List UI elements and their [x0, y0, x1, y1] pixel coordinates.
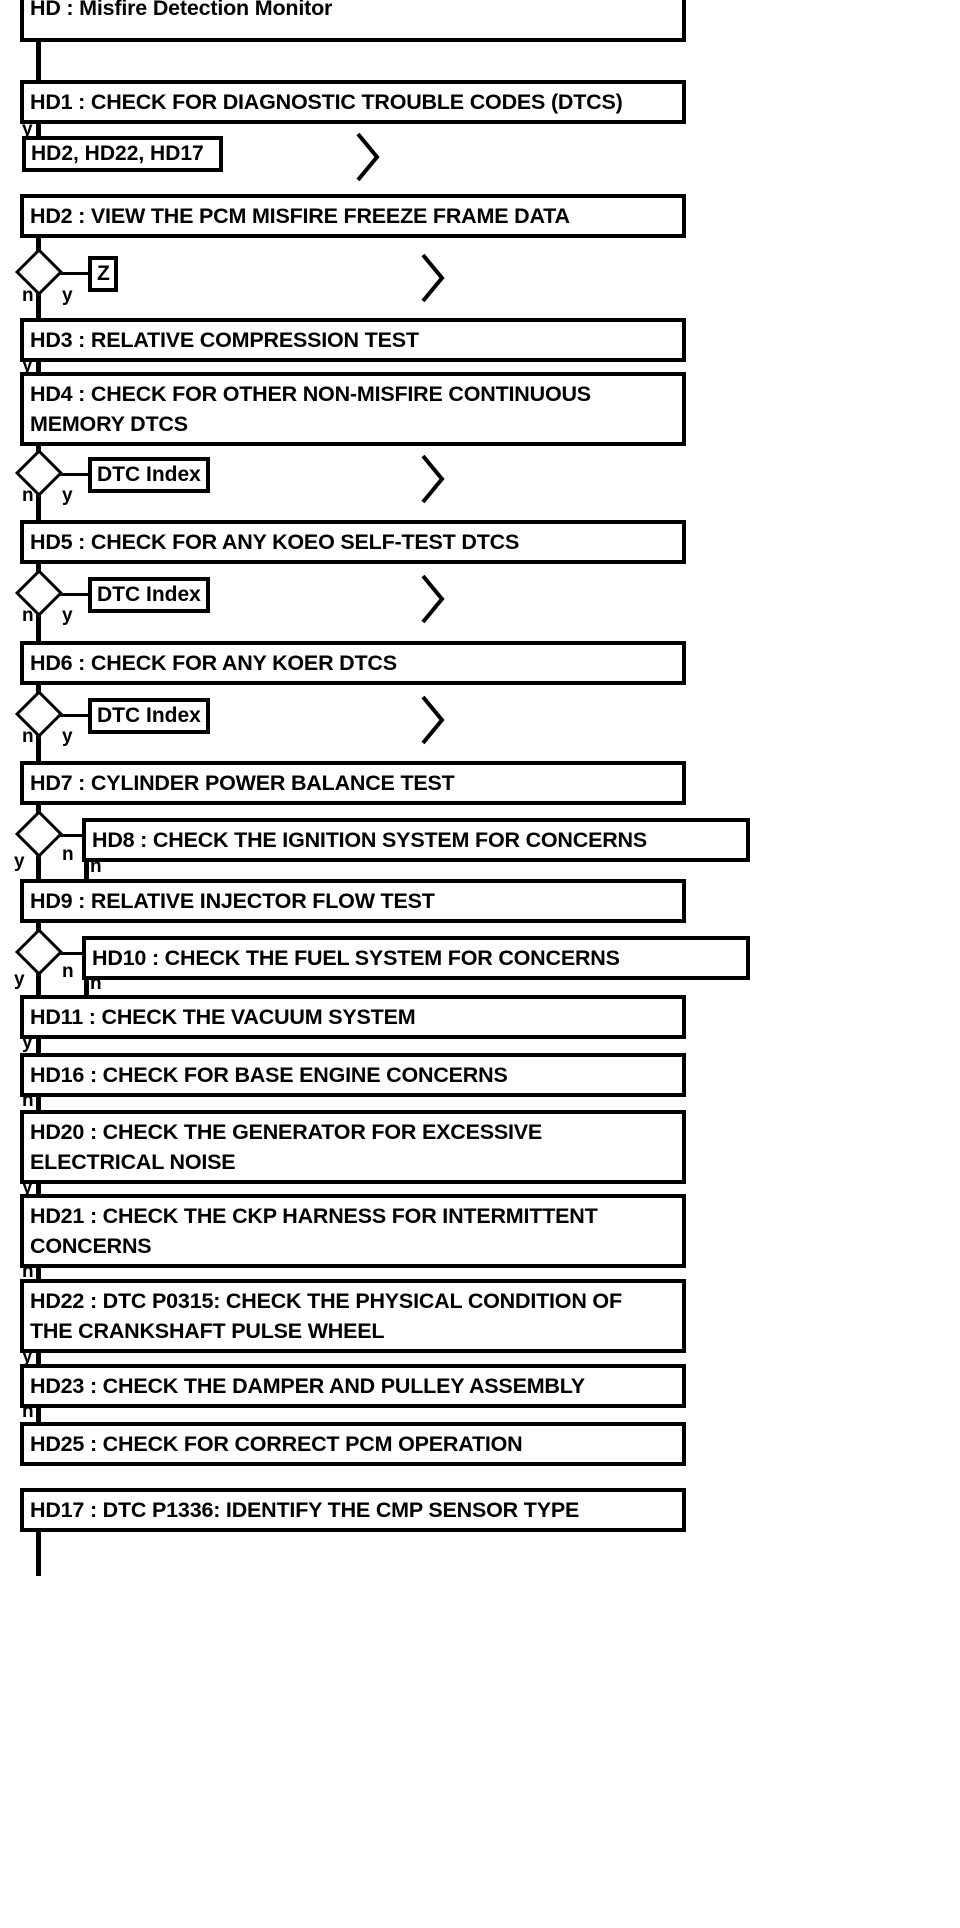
- edge-label-y: y: [22, 1032, 33, 1053]
- process-box-hd5[interactable]: HD5 : CHECK FOR ANY KOEO SELF-TEST DTCS: [20, 520, 686, 564]
- off-page-chevron-icon: [420, 694, 446, 746]
- edge-label-y: y: [14, 851, 25, 872]
- process-box-hd21[interactable]: HD21 : CHECK THE CKP HARNESS FOR INTERMI…: [20, 1194, 686, 1268]
- process-box-hd10[interactable]: HD10 : CHECK THE FUEL SYSTEM FOR CONCERN…: [82, 936, 750, 980]
- edge-label-n: n: [22, 726, 34, 747]
- off-page-chevron-icon: [420, 453, 446, 505]
- reference-box-ref1[interactable]: HD2, HD22, HD17: [22, 136, 223, 172]
- process-box-hd1[interactable]: HD1 : CHECK FOR DIAGNOSTIC TROUBLE CODES…: [20, 80, 686, 124]
- edge-hd1-to-ref1: [36, 116, 41, 140]
- edge-label-y: y: [62, 605, 73, 626]
- edge-decision2-to-hd5: [36, 492, 41, 522]
- edge-hd21-to-hd22: [36, 1260, 41, 1281]
- reference-box-ref3[interactable]: DTC Index: [88, 577, 210, 613]
- process-box-hd6[interactable]: HD6 : CHECK FOR ANY KOER DTCS: [20, 641, 686, 685]
- reference-box-ref4[interactable]: DTC Index: [88, 698, 210, 734]
- edge-decision3-to-hd6: [36, 612, 41, 643]
- edge-hd8-to-hd9: [84, 854, 89, 881]
- process-box-hd23[interactable]: HD23 : CHECK THE DAMPER AND PULLEY ASSEM…: [20, 1364, 686, 1408]
- edge-decision5-to-hd9: [36, 851, 41, 881]
- edge-hd20-to-hd21: [36, 1176, 41, 1196]
- process-box-hd11[interactable]: HD11 : CHECK THE VACUUM SYSTEM: [20, 995, 686, 1039]
- edge-decision1-to-z: [56, 272, 90, 275]
- off-page-chevron-icon: [420, 573, 446, 625]
- process-box-hd22[interactable]: HD22 : DTC P0315: CHECK THE PHYSICAL CON…: [20, 1279, 686, 1353]
- edge-label-y: y: [14, 969, 25, 990]
- process-box-hd4[interactable]: HD4 : CHECK FOR OTHER NON-MISFIRE CONTIN…: [20, 372, 686, 446]
- edge-decision3-to-dtc2: [56, 593, 90, 596]
- process-box-hd7[interactable]: HD7 : CYLINDER POWER BALANCE TEST: [20, 761, 686, 805]
- edge-label-y: y: [22, 1177, 33, 1198]
- off-page-chevron-icon: [355, 131, 381, 183]
- edge-label-n: n: [22, 485, 34, 506]
- reference-box-refz[interactable]: Z: [88, 256, 118, 292]
- edge-decision6-to-hd11: [36, 969, 41, 997]
- process-box-hd[interactable]: HD : Misfire Detection Monitor: [20, 0, 686, 42]
- edge-label-y: y: [22, 1346, 33, 1367]
- edge-hd16-to-hd20: [36, 1089, 41, 1112]
- edge-label-y: y: [22, 355, 33, 376]
- edge-label-n: n: [22, 1090, 34, 1111]
- edge-label-y: y: [62, 285, 73, 306]
- edge-label-y: y: [62, 485, 73, 506]
- edge-label-n: n: [22, 285, 34, 306]
- edge-hd11-to-hd16: [36, 1031, 41, 1055]
- reference-box-ref2[interactable]: DTC Index: [88, 457, 210, 493]
- edge-label-n: n: [22, 1261, 34, 1282]
- edge-hd22-to-hd23: [36, 1345, 41, 1366]
- process-box-hd20[interactable]: HD20 : CHECK THE GENERATOR FOR EXCESSIVE…: [20, 1110, 686, 1184]
- edge-label-n: n: [90, 973, 102, 994]
- process-box-hd25[interactable]: HD25 : CHECK FOR CORRECT PCM OPERATION: [20, 1422, 686, 1466]
- edge-hd23-to-hd25: [36, 1400, 41, 1424]
- process-box-hd17[interactable]: HD17 : DTC P1336: IDENTIFY THE CMP SENSO…: [20, 1488, 686, 1532]
- edge-decision2-to-dtc1: [56, 473, 90, 476]
- process-box-hd16[interactable]: HD16 : CHECK FOR BASE ENGINE CONCERNS: [20, 1053, 686, 1097]
- edge-decision1-to-hd3: [36, 292, 41, 320]
- process-box-hd9[interactable]: HD9 : RELATIVE INJECTOR FLOW TEST: [20, 879, 686, 923]
- edge-hd3-to-hd4: [36, 354, 41, 374]
- process-box-hd2[interactable]: HD2 : VIEW THE PCM MISFIRE FREEZE FRAME …: [20, 194, 686, 238]
- edge-hd-to-hd1: [36, 38, 41, 84]
- edge-label-n: n: [62, 844, 74, 865]
- edge-label-n: n: [22, 1401, 34, 1422]
- edge-label-n: n: [62, 961, 74, 982]
- edge-hd17-to-bottom: [36, 1524, 41, 1576]
- edge-label-y: y: [62, 726, 73, 747]
- edge-label-n: n: [22, 605, 34, 626]
- edge-decision4-to-dtc3: [56, 714, 90, 717]
- edge-label-y: y: [22, 119, 33, 140]
- process-box-hd8[interactable]: HD8 : CHECK THE IGNITION SYSTEM FOR CONC…: [82, 818, 750, 862]
- edge-label-n: n: [90, 856, 102, 877]
- edge-decision4-to-hd7: [36, 733, 41, 763]
- process-box-hd3[interactable]: HD3 : RELATIVE COMPRESSION TEST: [20, 318, 686, 362]
- edge-decision6-to-hd10: [56, 952, 86, 955]
- off-page-chevron-icon: [420, 252, 446, 304]
- edge-decision5-to-hd8: [56, 834, 86, 837]
- edge-hd10-to-hd11: [84, 972, 89, 997]
